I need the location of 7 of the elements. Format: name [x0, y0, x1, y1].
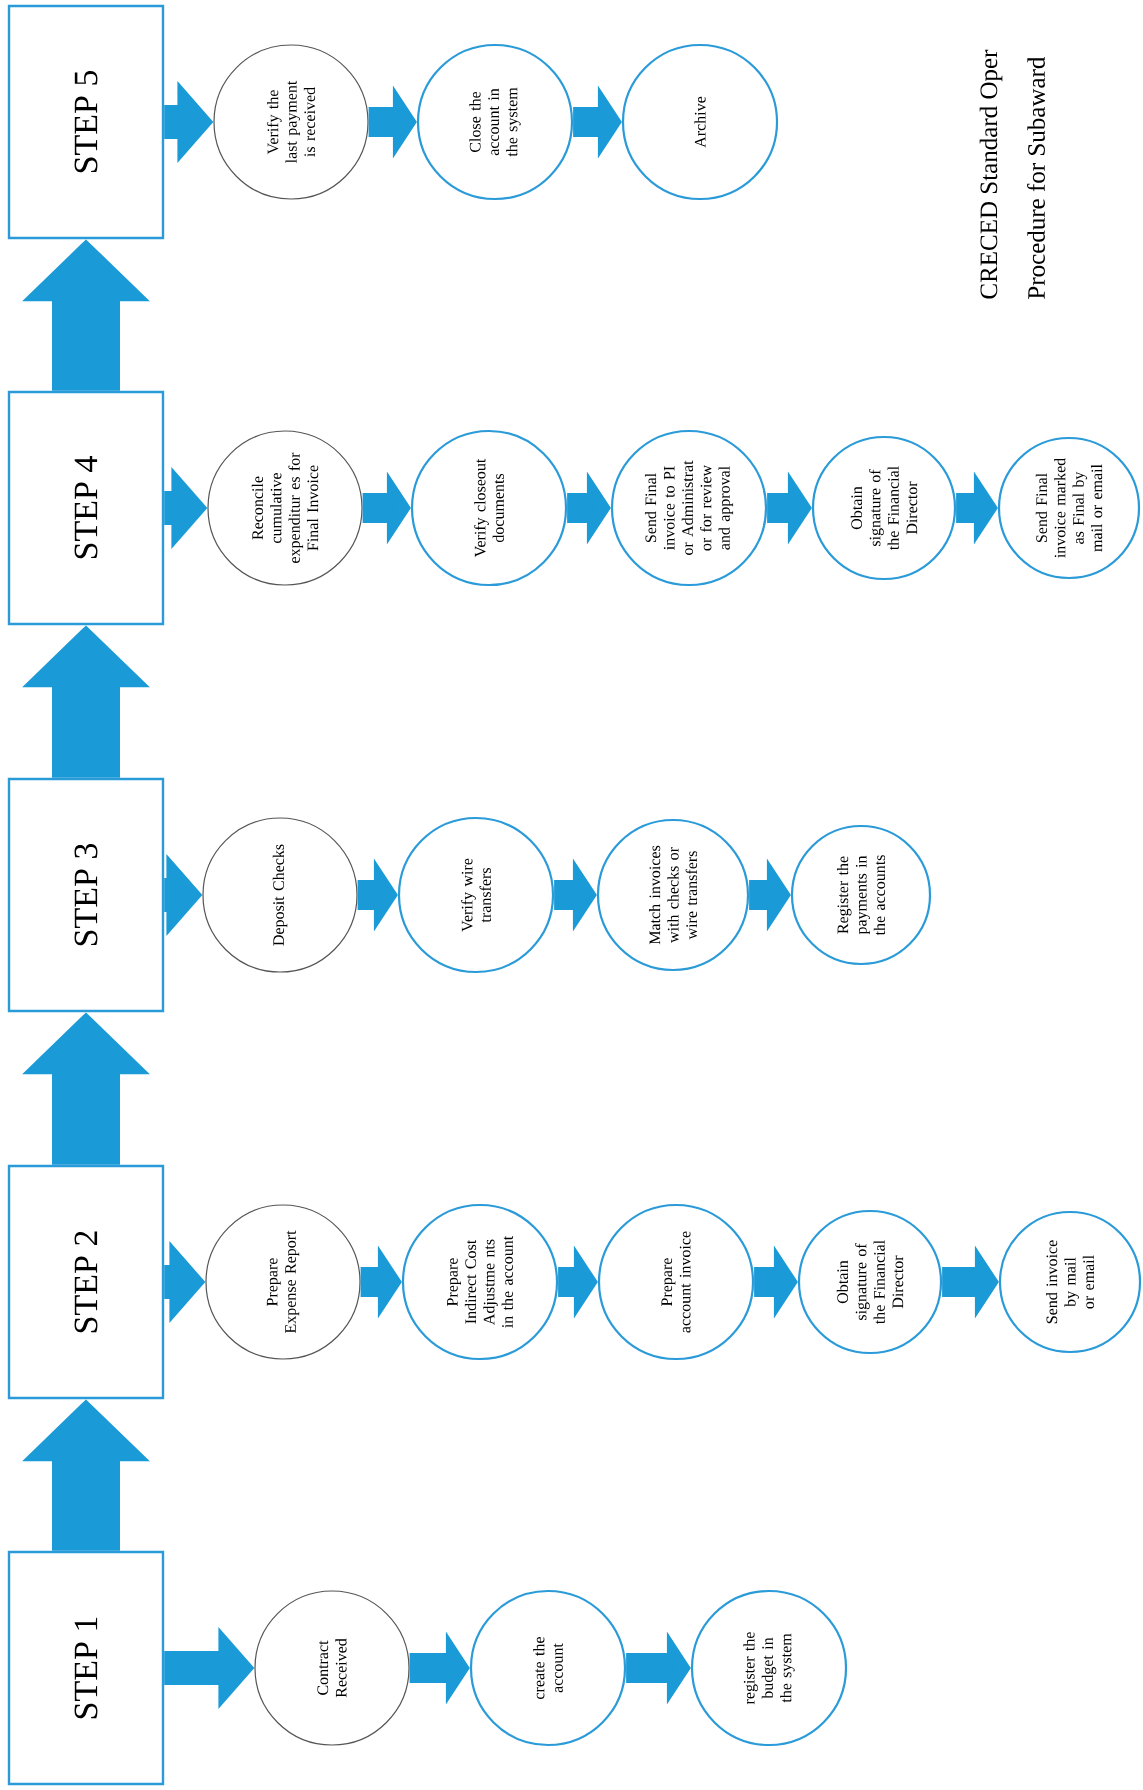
step-box: STEP 3	[7, 777, 165, 1013]
footer-text: Procedure for Subaward	[1027, 56, 1045, 299]
step-box: STEP 4	[7, 390, 165, 626]
step-box: STEP 2	[7, 1164, 165, 1400]
step-box: STEP 1	[7, 1550, 165, 1786]
step-box: STEP 5	[7, 4, 165, 240]
footer-text: CRECED Standard Oper	[979, 49, 1003, 299]
